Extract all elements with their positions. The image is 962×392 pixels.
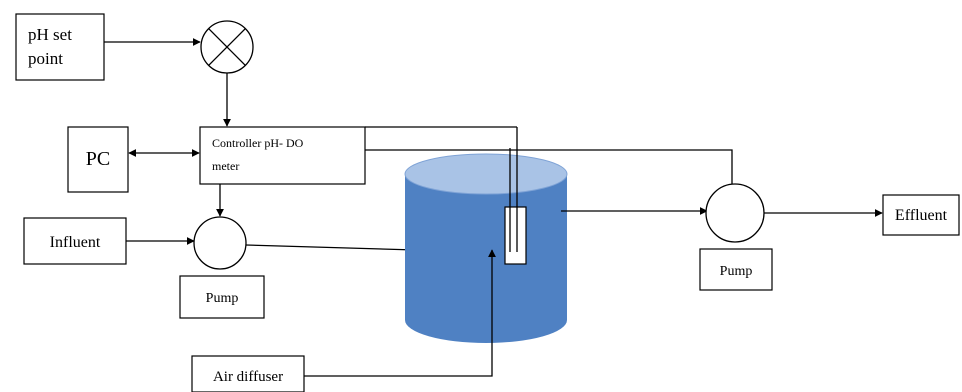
ph-setpoint-label-line2: point: [28, 49, 63, 68]
controller-label-line2: meter: [212, 159, 239, 173]
air-diffuser-label: Air diffuser: [213, 369, 283, 385]
left-pump-icon: [193, 216, 247, 270]
ph-setpoint-label-line1: pH set: [28, 25, 72, 44]
ph-setpoint-block: pH set point: [15, 13, 105, 81]
air-diffuser-block: Air diffuser: [191, 355, 305, 392]
air-diffuser-to-tank-arrow: [304, 249, 496, 377]
left-pump-label: Pump: [206, 291, 239, 306]
right-pump-label: Pump: [720, 264, 753, 279]
effluent-block: Effluent: [882, 194, 960, 236]
pc-block: PC: [67, 126, 129, 193]
influent-block: Influent: [23, 217, 127, 265]
effluent-label: Effluent: [895, 207, 948, 224]
pump-to-tank-arrow: [245, 244, 417, 254]
reactor-tank-icon: [404, 153, 568, 343]
probe-icon: [504, 206, 527, 265]
controller-label-line1: Controller pH- DO: [212, 136, 304, 150]
controller-block: Controller pH- DO meter: [199, 126, 366, 185]
controller-to-right-pump-arrow: [365, 149, 736, 195]
pc-label: PC: [86, 148, 110, 170]
left-pump-label-block: Pump: [179, 275, 265, 319]
comparator-icon: [200, 20, 254, 74]
right-pump-icon: [705, 183, 765, 243]
right-pump-label-block: Pump: [699, 248, 773, 291]
influent-label: Influent: [50, 234, 101, 251]
